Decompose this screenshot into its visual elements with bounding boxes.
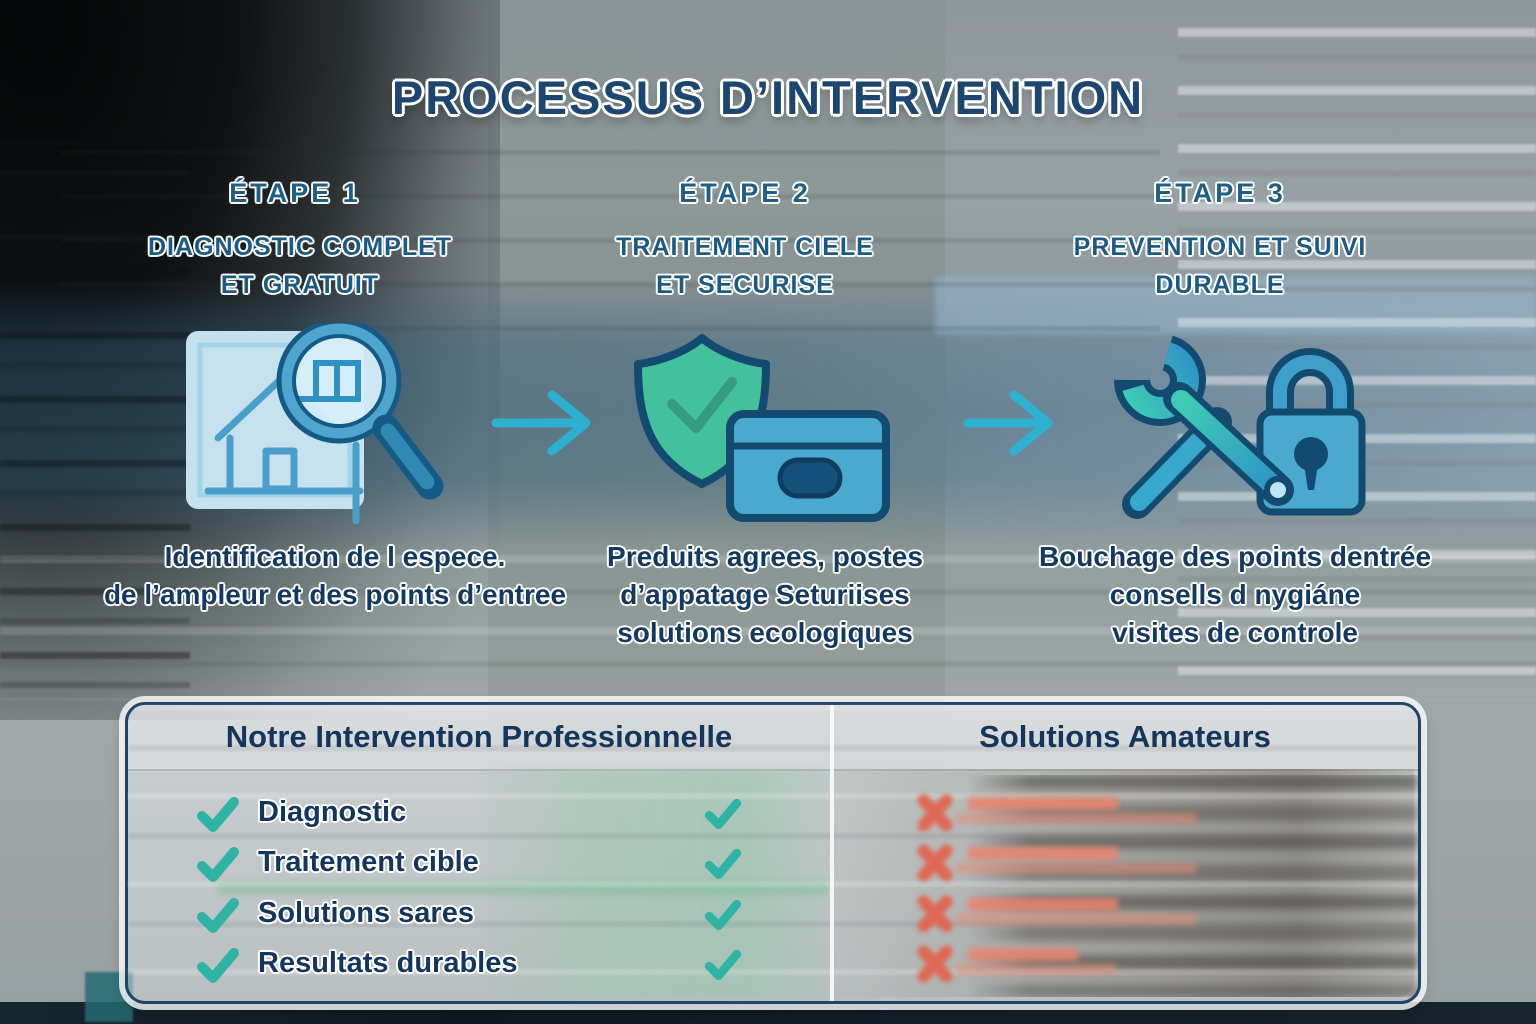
background-streaks-low bbox=[0, 555, 1536, 700]
background-streaks-right bbox=[1178, 28, 1536, 678]
red-smear bbox=[956, 964, 1116, 975]
check-icon bbox=[704, 847, 742, 885]
red-smear bbox=[956, 813, 1196, 824]
red-smear bbox=[968, 948, 1078, 961]
red-smear bbox=[968, 898, 1118, 911]
red-smear bbox=[968, 797, 1118, 810]
check-icon bbox=[196, 946, 240, 989]
check-icon bbox=[704, 797, 742, 835]
shield-bait-box-icon bbox=[622, 330, 892, 528]
step-1-title-line-2: ET GRATUIT bbox=[220, 271, 380, 299]
background-streaks-mid bbox=[60, 150, 1160, 335]
arrow-right-icon bbox=[488, 385, 618, 460]
arrow-right-icon bbox=[950, 385, 1080, 460]
blueprint-magnifier-icon bbox=[178, 318, 463, 528]
x-icon bbox=[916, 793, 954, 836]
red-smear bbox=[956, 914, 1196, 925]
wrench-lock-icon bbox=[1082, 322, 1367, 527]
step-1-title: DIAGNOSTIC COMPLET ET GRATUIT bbox=[50, 228, 550, 304]
x-cell bbox=[916, 890, 1396, 936]
comparison-table: Notre Intervention Professionnelle Solut… bbox=[125, 702, 1421, 1004]
page-title: PROCESSUS D’INTERVENTION bbox=[391, 71, 1145, 124]
step-1-description: Identification de l espece. de l’ampleur… bbox=[80, 538, 590, 614]
step-3-title: PREVENTION ET SUIVI DURABLE bbox=[1010, 228, 1430, 304]
step-3-desc-line-2: consells d nygiáne bbox=[1109, 579, 1361, 610]
check-icon bbox=[704, 898, 742, 936]
step-2-title-line-1: TRAITEMENT CIELE bbox=[616, 233, 874, 261]
table-row: Solutions sares bbox=[128, 890, 1418, 936]
step-2-label: ÉTAPE 2 bbox=[679, 178, 811, 208]
step-3-title-line-2: DURABLE bbox=[1155, 271, 1285, 299]
step-3-label: ÉTAPE 3 bbox=[1154, 178, 1286, 208]
x-cell bbox=[916, 839, 1396, 885]
pro-column-streak bbox=[218, 881, 828, 895]
step-3-desc-line-1: Bouchage des points dentrée bbox=[1038, 541, 1432, 572]
step-2-title: TRAITEMENT CIELE ET SECURISE bbox=[545, 228, 945, 304]
red-smear bbox=[956, 863, 1196, 874]
amateur-column-header: Solutions Amateurs bbox=[979, 719, 1271, 754]
column-divider bbox=[830, 705, 834, 1001]
step-3-description: Bouchage des points dentrée consells d n… bbox=[1010, 538, 1460, 652]
x-cell bbox=[916, 940, 1396, 986]
check-icon bbox=[196, 795, 240, 838]
check-icon bbox=[704, 948, 742, 986]
table-row: Traitement cible bbox=[128, 839, 1418, 885]
table-streaks bbox=[128, 705, 1418, 1001]
background-streaks-left bbox=[0, 140, 190, 695]
table-row: Resultats durables bbox=[128, 940, 1418, 986]
check-icon bbox=[196, 896, 240, 939]
pro-column-header: Notre Intervention Professionnelle bbox=[225, 719, 733, 754]
row-label: Diagnostic bbox=[258, 796, 407, 828]
step-1-title-line-1: DIAGNOSTIC COMPLET bbox=[147, 233, 453, 261]
row-label: Resultats durables bbox=[258, 947, 518, 979]
row-label: Solutions sares bbox=[258, 897, 474, 929]
step-1-desc-line-1: Identification de l espece. bbox=[164, 541, 506, 572]
table-row: Diagnostic bbox=[128, 789, 1418, 835]
step-3-title-line-1: PREVENTION ET SUIVI bbox=[1073, 233, 1367, 261]
check-icon bbox=[196, 845, 240, 888]
x-cell bbox=[916, 789, 1396, 835]
step-2-description: Preduits agrees, postes d’appatage Setur… bbox=[560, 538, 970, 652]
comparison-header-row bbox=[128, 705, 1418, 771]
background-bottom-bar bbox=[0, 1002, 1536, 1024]
step-2-desc-line-2: d’appatage Seturiises bbox=[620, 579, 910, 610]
step-1-label: ÉTAPE 1 bbox=[229, 178, 361, 208]
x-icon bbox=[916, 944, 954, 987]
step-2-desc-line-1: Preduits agrees, postes bbox=[607, 541, 923, 572]
step-2-desc-line-3: solutions ecologiques bbox=[617, 617, 913, 648]
step-3-desc-line-3: visites de controle bbox=[1112, 617, 1358, 648]
x-icon bbox=[916, 894, 954, 937]
step-2-title-line-2: ET SECURISE bbox=[656, 271, 834, 299]
x-icon bbox=[916, 843, 954, 886]
red-smear bbox=[968, 847, 1118, 860]
step-1-desc-line-2: de l’ampleur et des points d’entree bbox=[103, 579, 567, 610]
row-label: Traitement cible bbox=[258, 846, 479, 878]
